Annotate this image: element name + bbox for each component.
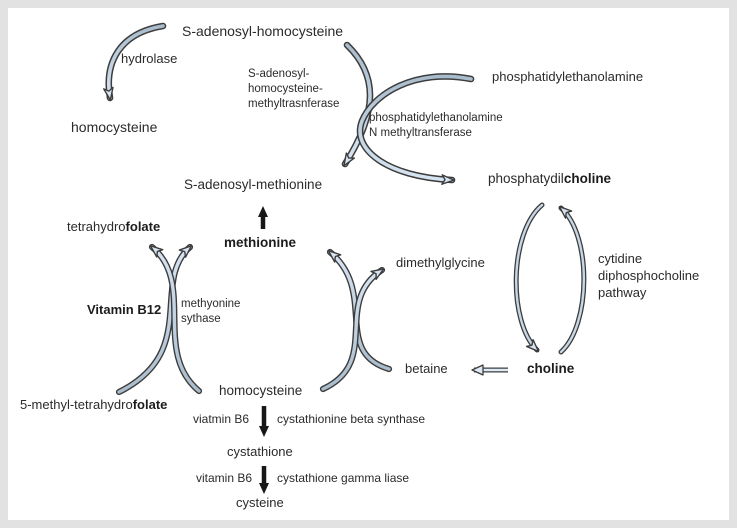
node-s-adenosyl-methionine: S-adenosyl-methionine: [184, 177, 323, 192]
node-homocysteine-top: homocysteine: [71, 119, 158, 135]
node-cysteine: cysteine: [236, 495, 284, 510]
hydrolase-arrow: [103, 22, 167, 102]
node-5-methyl-tetrahydrofolate: 5-methyl-tetrahydrofolate: [20, 397, 168, 412]
node-phosphatydilcholine: phosphatydilcholine: [488, 171, 612, 186]
node-phosphatidylethanolamine: phosphatidylethanolamine: [492, 69, 644, 84]
choline-to-pc-arc: [558, 205, 587, 355]
homocysteine-to-thf-arrow: [148, 243, 203, 395]
node-methionine: methionine: [224, 235, 297, 250]
enzyme-vitamin-b12: Vitamin B12: [87, 302, 162, 317]
node-dimethylglycine: dimethylglycine: [396, 255, 485, 270]
homocysteine-to-dmg-arrow: [319, 266, 386, 393]
enzyme-pe-n-methyltransferase: phosphatidylethanolamine N methyltransfe…: [369, 112, 503, 139]
node-choline: choline: [527, 361, 575, 376]
enzyme-cystathione-gamma-liase: cystathione gamma liase: [277, 471, 410, 485]
enzyme-cdp-choline-pathway: cytidine diphosphocholine pathway: [598, 251, 700, 300]
cofactor-vitamin-b6: vitamin B6: [196, 471, 253, 485]
node-s-adenosyl-homocysteine: S-adenosyl-homocysteine: [182, 23, 344, 39]
node-tetrahydrofolate: tetrahydrofolate: [67, 219, 161, 234]
enzyme-hydrolase: hydrolase: [121, 51, 178, 66]
enzyme-methionine-synthase: methyonine sythase: [181, 298, 241, 325]
enzyme-sah-methyltransferase: S-adenosyl- homocysteine- methyltrasnfer…: [248, 68, 340, 110]
cofactor-viatmin-b6: viatmin B6: [193, 412, 250, 426]
pe-to-pc-arrow: [356, 73, 475, 185]
node-homocysteine-bottom: homocysteine: [219, 383, 303, 398]
mthf-to-methionine-arrow: [115, 243, 194, 396]
node-cystathione: cystathione: [227, 444, 293, 459]
node-betaine: betaine: [405, 361, 448, 376]
pc-to-choline-arc: [513, 202, 545, 353]
sah-to-sam-arrow: [341, 41, 374, 168]
enzyme-cystathionine-beta-synthase: cystathionine beta synthase: [277, 412, 426, 426]
